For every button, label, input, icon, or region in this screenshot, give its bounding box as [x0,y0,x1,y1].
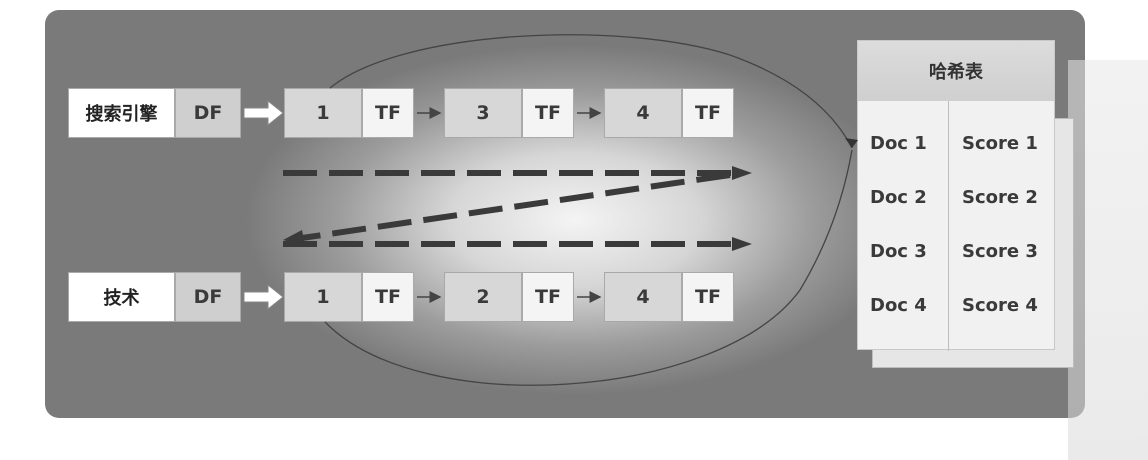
term-technology: 技术 [68,272,175,322]
hash-doc: Doc 2 [870,187,927,208]
posting-doc: 1 [284,272,362,322]
hash-table-divider [948,101,949,351]
df-box: DF [175,272,241,322]
df-to-posting-arrow [243,283,284,311]
hash-row: Doc 3 Score 3 [858,233,1054,273]
curve-arrow-bottom [324,149,853,386]
hash-doc: Doc 4 [870,295,927,316]
posting-tf: TF [362,272,414,322]
term-search-engine: 搜索引擎 [68,88,175,138]
posting-doc: 1 [284,88,362,138]
posting-tf: TF [522,88,574,138]
df-to-posting-arrow [243,99,284,127]
posting-doc: 3 [444,88,522,138]
hash-row: Doc 2 Score 2 [858,179,1054,219]
hash-row: Doc 1 Score 1 [858,125,1054,165]
dashed-arrow-diagonal [301,172,731,241]
hash-table: 哈希表 Doc 1 Score 1 Doc 2 Score 2 Doc 3 Sc… [857,40,1055,351]
curve-arrowhead [845,138,858,148]
hash-table-title: 哈希表 [858,41,1054,101]
hash-score: Score 4 [962,295,1038,316]
df-box: DF [175,88,241,138]
posting-tf: TF [362,88,414,138]
dashed-arrowhead [732,166,752,180]
curve-arrow-top [329,34,853,149]
hash-row: Doc 4 Score 4 [858,287,1054,327]
posting-doc: 4 [604,88,682,138]
hash-doc: Doc 3 [870,241,927,262]
dashed-arrowhead [732,237,752,251]
hash-doc: Doc 1 [870,133,927,154]
hash-score: Score 2 [962,187,1038,208]
posting-tf: TF [682,272,734,322]
hash-score: Score 1 [962,133,1038,154]
hash-score: Score 3 [962,241,1038,262]
posting-doc: 4 [604,272,682,322]
hash-table-body: Doc 1 Score 1 Doc 2 Score 2 Doc 3 Score … [858,101,1054,351]
posting-tf: TF [682,88,734,138]
posting-doc: 2 [444,272,522,322]
posting-tf: TF [522,272,574,322]
watermark [1068,60,1148,460]
